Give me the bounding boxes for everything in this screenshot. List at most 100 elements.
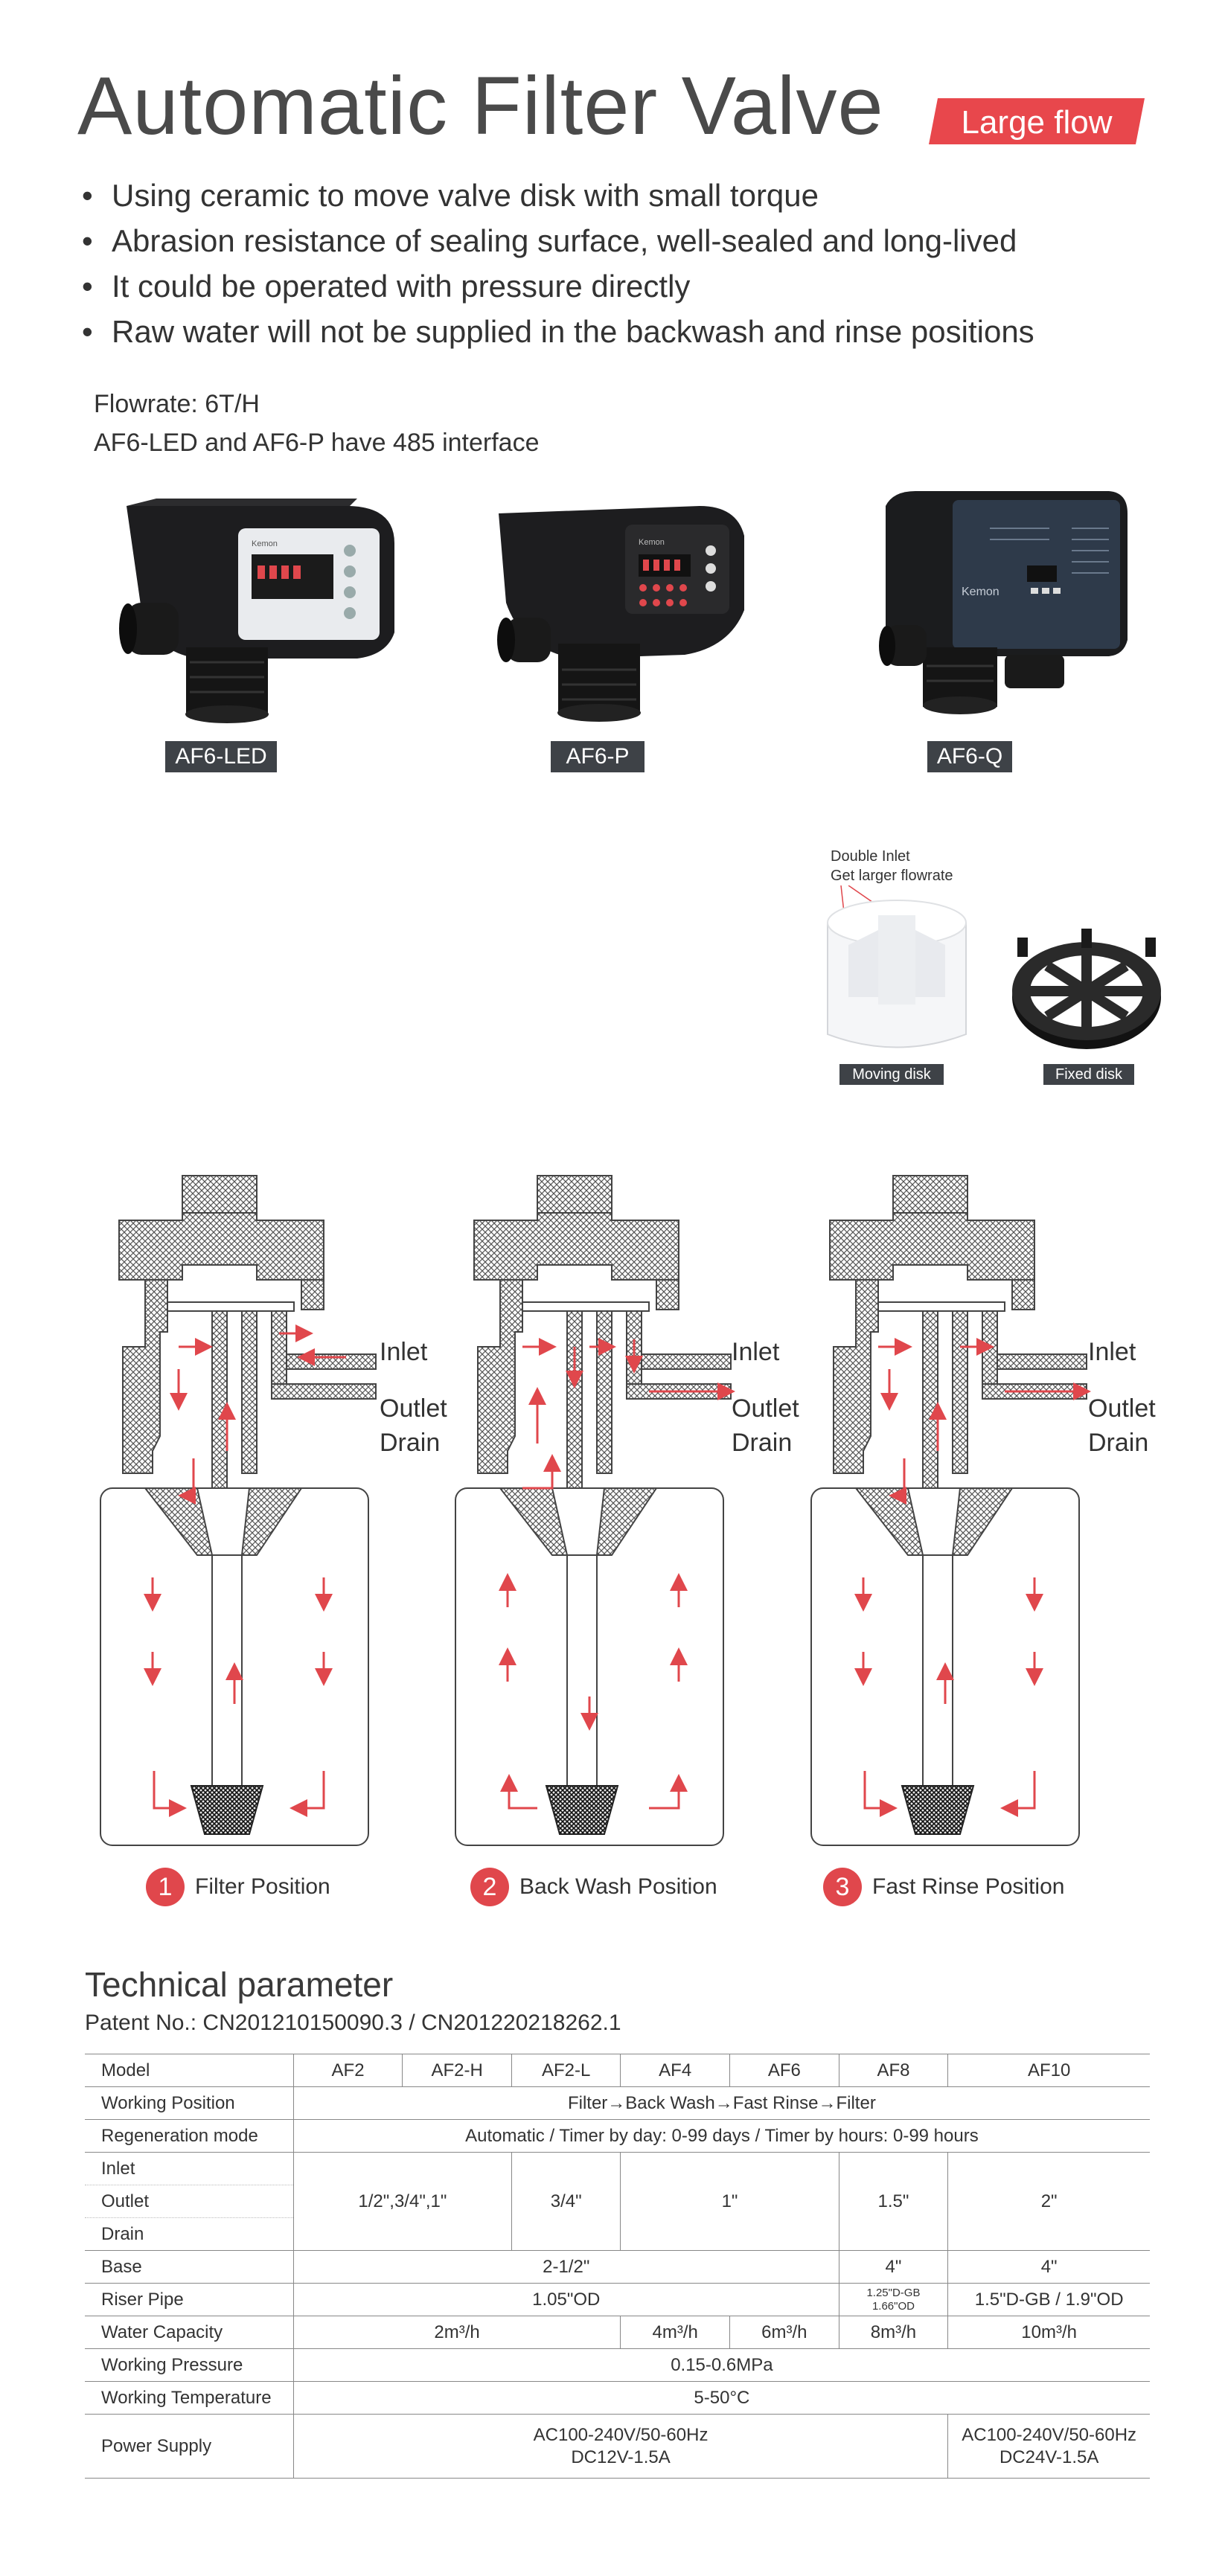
- table-cell: 6m³/h: [729, 2316, 839, 2349]
- row-header: Water Capacity: [85, 2316, 294, 2349]
- feature-item: •Abrasion resistance of sealing surface,…: [82, 223, 1017, 258]
- position-label-filter: 1 Filter Position: [146, 1868, 330, 1906]
- position-label-backwash: 2 Back Wash Position: [470, 1868, 717, 1906]
- row-header: Regeneration mode: [85, 2119, 294, 2153]
- feature-text: It could be operated with pressure direc…: [112, 269, 691, 304]
- row-header: Inlet: [85, 2152, 294, 2185]
- table-cell: AF2-H: [402, 2054, 512, 2087]
- position-label-fast-rinse: 3 Fast Rinse Position: [823, 1868, 1064, 1906]
- table-cell: 8m³/h: [838, 2316, 948, 2349]
- fixed-disk-label: Fixed disk: [1043, 1064, 1134, 1085]
- position-number: 2: [470, 1868, 509, 1906]
- table-row-riser: Riser Pipe 1.05"OD 1.25"D-GB 1.66"OD 1.5…: [85, 2283, 1150, 2316]
- feature-item: •Using ceramic to move valve disk with s…: [82, 178, 819, 213]
- table-cell: 1/2",3/4",1": [292, 2152, 512, 2251]
- table-cell: AF2-L: [511, 2054, 621, 2087]
- position-text: Back Wash Position: [519, 1874, 717, 1899]
- product-af6-p-image: Kemon: [484, 491, 767, 729]
- badge-background: [929, 98, 1145, 144]
- moving-disk-image: [819, 885, 975, 1064]
- inlet-label: Inlet: [380, 1338, 428, 1366]
- product-af6-led-image: Kemon: [112, 491, 409, 729]
- row-header: Working Position: [85, 2086, 294, 2120]
- table-cell: 4": [947, 2250, 1150, 2284]
- table-cell-line: DC12V-1.5A: [571, 2447, 671, 2467]
- badge-label: Large flow: [961, 104, 1113, 141]
- flowrate-text: Flowrate: 6T/H: [94, 390, 260, 418]
- table-cell: 4m³/h: [620, 2316, 730, 2349]
- table-cell: 10m³/h: [947, 2316, 1150, 2349]
- feature-text: Raw water will not be supplied in the ba…: [112, 314, 1034, 349]
- table-row-pressure: Working Pressure 0.15-0.6MPa: [85, 2348, 1150, 2382]
- table-cell: 3/4": [511, 2152, 621, 2251]
- outlet-label: Outlet: [732, 1394, 799, 1423]
- table-cell: 1.25"D-GB 1.66"OD: [838, 2283, 948, 2316]
- table-row-power: Power Supply AC100-240V/50-60Hz DC12V-1.…: [85, 2414, 1150, 2479]
- table-cell-line: DC24V-1.5A: [999, 2447, 1099, 2467]
- table-row-regeneration: Regeneration mode Automatic / Timer by d…: [85, 2119, 1150, 2153]
- table-row-base: Base 2-1/2" 4" 4": [85, 2250, 1150, 2284]
- drain-label: Drain: [1088, 1429, 1149, 1457]
- row-header: Base: [85, 2250, 294, 2284]
- table-cell: AF8: [838, 2054, 948, 2087]
- table-cell: AF6: [729, 2054, 839, 2087]
- table-cell-line: 1.66"OD: [871, 2299, 915, 2313]
- feature-item: •It could be operated with pressure dire…: [82, 269, 691, 304]
- table-cell: Filter→Back Wash→Fast Rinse→Filter: [292, 2086, 1150, 2120]
- table-cell: 2-1/2": [292, 2250, 839, 2284]
- disk-note-line1: Double Inlet: [831, 848, 910, 865]
- large-flow-badge: Large flow: [929, 98, 1145, 144]
- spec-table: Model AF2 AF2-H AF2-L AF4 AF6 AF8 AF10 W…: [85, 2054, 1150, 2479]
- diagram-filter-position: [100, 1175, 377, 1846]
- table-cell-line: AC100-240V/50-60Hz: [962, 2424, 1137, 2445]
- svg-text:Kemon: Kemon: [252, 539, 278, 548]
- row-header: Outlet: [85, 2185, 294, 2218]
- table-cell: AC100-240V/50-60Hz DC24V-1.5A: [947, 2414, 1150, 2479]
- row-header: Working Temperature: [85, 2381, 294, 2415]
- feature-list: •Using ceramic to move valve disk with s…: [82, 173, 1034, 354]
- table-cell: 4": [838, 2250, 948, 2284]
- position-number: 3: [823, 1868, 862, 1906]
- table-cell: AF10: [947, 2054, 1150, 2087]
- table-cell: 0.15-0.6MPa: [292, 2348, 1150, 2382]
- drain-label: Drain: [380, 1429, 441, 1457]
- product-label-af6-q: AF6-Q: [927, 741, 1012, 772]
- table-row-capacity: Water Capacity 2m³/h 4m³/h 6m³/h 8m³/h 1…: [85, 2316, 1150, 2349]
- table-row-model: Model AF2 AF2-H AF2-L AF4 AF6 AF8 AF10: [85, 2054, 1150, 2087]
- row-header: Power Supply: [85, 2414, 294, 2479]
- table-cell: Automatic / Timer by day: 0-99 days / Ti…: [292, 2119, 1150, 2153]
- position-number: 1: [146, 1868, 185, 1906]
- table-row-temperature: Working Temperature 5-50°C: [85, 2381, 1150, 2415]
- table-cell: 1.5"D-GB / 1.9"OD: [947, 2283, 1150, 2316]
- table-cell-line: 1.25"D-GB: [866, 2286, 921, 2299]
- row-header: Model: [85, 2054, 294, 2087]
- feature-text: Abrasion resistance of sealing surface, …: [112, 223, 1017, 258]
- table-cell: AF4: [620, 2054, 730, 2087]
- diagram-fast-rinse-position: [810, 1175, 1091, 1846]
- table-cell: 2m³/h: [292, 2316, 621, 2349]
- product-af6-q-image: Kemon: [871, 484, 1139, 722]
- table-cell: 1.5": [838, 2152, 948, 2251]
- outlet-label: Outlet: [1088, 1394, 1156, 1423]
- diagram-backwash-position: [455, 1175, 735, 1846]
- table-cell: AC100-240V/50-60Hz DC12V-1.5A: [292, 2414, 948, 2479]
- disk-note-line2: Get larger flowrate: [831, 868, 953, 884]
- product-label-af6-p: AF6-P: [551, 741, 645, 772]
- drain-label: Drain: [732, 1429, 793, 1457]
- table-cell: 1": [620, 2152, 839, 2251]
- valve-position-diagrams: [100, 1175, 1091, 1846]
- outlet-label: Outlet: [380, 1394, 447, 1423]
- inlet-label: Inlet: [732, 1338, 780, 1366]
- row-header: Drain: [85, 2217, 294, 2251]
- page-title: Automatic Filter Valve: [77, 60, 884, 152]
- table-row-working-position: Working Position Filter→Back Wash→Fast R…: [85, 2086, 1150, 2120]
- table-cell: 1.05"OD: [292, 2283, 839, 2316]
- table-row-drain: Drain: [85, 2217, 1150, 2251]
- table-cell-line: AC100-240V/50-60Hz: [533, 2424, 709, 2445]
- svg-text:Kemon: Kemon: [639, 538, 665, 547]
- svg-text:Kemon: Kemon: [962, 586, 999, 598]
- moving-disk-label: Moving disk: [839, 1064, 944, 1085]
- feature-item: •Raw water will not be supplied in the b…: [82, 314, 1034, 349]
- table-row-outlet: Outlet: [85, 2185, 1150, 2218]
- table-cell: AF2: [292, 2054, 403, 2087]
